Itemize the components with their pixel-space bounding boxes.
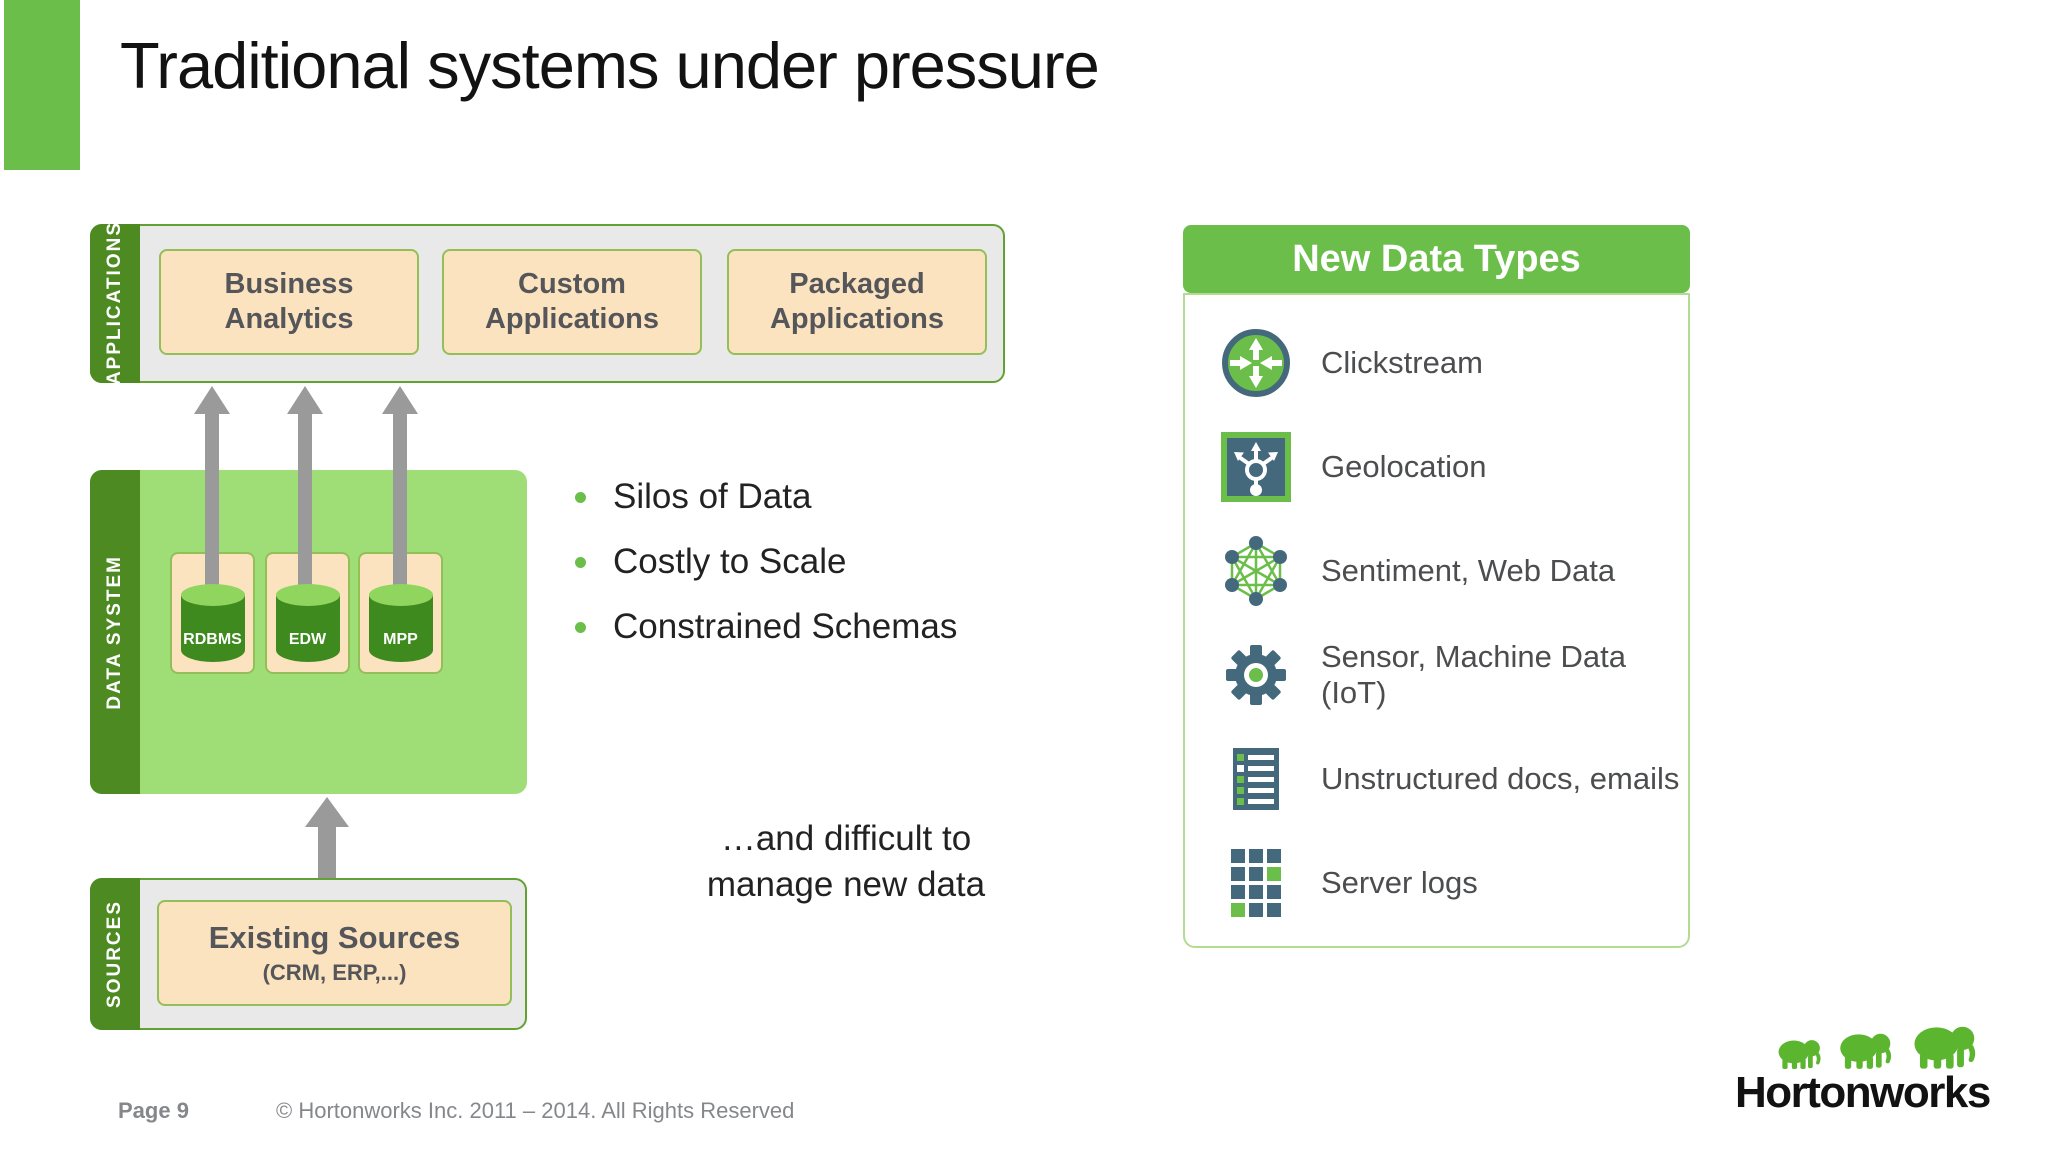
hortonworks-logo: Hortonworks xyxy=(1735,1018,2020,1118)
list-item: Sensor, Machine Data (IoT) xyxy=(1185,623,1688,727)
business-analytics-box: Business Analytics xyxy=(159,249,419,355)
new-data-type-label: Geolocation xyxy=(1321,449,1487,484)
flow-arrow-up-icon xyxy=(287,386,323,598)
elephant-icon xyxy=(1839,1033,1891,1069)
custom-applications-box: Custom Applications xyxy=(442,249,702,355)
list-item: Server logs xyxy=(1185,831,1688,935)
page-number: Page 9 xyxy=(118,1098,189,1123)
new-data-type-label: Sensor, Machine Data (IoT) xyxy=(1321,639,1627,710)
edw-box: EDW xyxy=(265,552,350,674)
accent-bar xyxy=(4,0,80,170)
network-graph-icon xyxy=(1225,536,1287,606)
existing-sources-title: Existing Sources xyxy=(208,920,461,955)
applications-layer-tab: APPLICATIONS xyxy=(90,221,140,386)
applications-layer: APPLICATIONS Business Analytics Custom A… xyxy=(90,221,1005,386)
sources-layer-label: SOURCES xyxy=(104,900,125,1008)
bullet-dot xyxy=(575,556,586,568)
existing-sources-subtitle: (CRM, ERP,...) xyxy=(262,960,407,985)
list-item: Costly to Scale xyxy=(575,541,957,583)
copyright-text: © Hortonworks Inc. 2011 – 2014. All Righ… xyxy=(276,1098,795,1123)
new-data-type-label: Clickstream xyxy=(1321,345,1483,380)
list-item: Unstructured docs, emails xyxy=(1185,727,1688,831)
flow-arrow-up-icon xyxy=(382,386,418,598)
pain-points-list: Silos of Data Costly to Scale Constraine… xyxy=(575,476,957,671)
database-cylinder-icon: MPP xyxy=(368,584,433,662)
page-title: Traditional systems under pressure xyxy=(120,29,1100,102)
packaged-applications-box: Packaged Applications xyxy=(727,249,987,355)
sources-layer: SOURCES Existing Sources (CRM, ERP,...) xyxy=(90,878,527,1030)
flow-arrow-up-icon xyxy=(305,797,349,878)
bullet-dot xyxy=(575,491,586,503)
document-list-icon xyxy=(1233,748,1279,810)
clickstream-router-icon xyxy=(1222,329,1290,397)
difficulty-callout: …and difficult to manage new data xyxy=(706,819,986,904)
list-item: Silos of Data xyxy=(575,476,957,518)
new-data-type-label: Server logs xyxy=(1321,865,1478,900)
new-data-types-header: New Data Types xyxy=(1183,225,1690,293)
logo-wordmark: Hortonworks xyxy=(1735,1068,1991,1117)
existing-sources-box: Existing Sources (CRM, ERP,...) xyxy=(157,900,512,1006)
mpp-label: MPP xyxy=(383,631,418,648)
flow-arrow-up-icon xyxy=(194,386,230,598)
database-cylinder-icon: RDBMS xyxy=(180,584,245,662)
data-system-layer-tab: DATA SYSTEM xyxy=(90,470,140,794)
data-system-layer-label: DATA SYSTEM xyxy=(104,554,125,710)
new-data-type-label: Unstructured docs, emails xyxy=(1321,761,1680,796)
new-data-type-label: Sentiment, Web Data xyxy=(1321,553,1616,588)
list-item: Geolocation xyxy=(1185,415,1688,519)
list-item: Constrained Schemas xyxy=(575,606,957,648)
elephant-icon xyxy=(1913,1026,1975,1069)
rdbms-box: RDBMS xyxy=(170,552,255,674)
database-cylinder-icon: EDW xyxy=(275,584,340,662)
rdbms-label: RDBMS xyxy=(183,631,242,648)
grid-icon xyxy=(1231,849,1281,917)
sources-layer-tab: SOURCES xyxy=(90,878,140,1030)
new-data-types-panel: Clickstream Geolocation xyxy=(1183,293,1690,948)
geolocation-branch-icon xyxy=(1221,432,1291,502)
list-item: Sentiment, Web Data xyxy=(1185,519,1688,623)
edw-label: EDW xyxy=(288,631,327,648)
applications-layer-label: APPLICATIONS xyxy=(104,221,125,386)
elephant-icon xyxy=(1778,1040,1821,1070)
bullet-dot xyxy=(575,621,586,633)
gear-icon xyxy=(1226,645,1286,705)
list-item: Clickstream xyxy=(1185,311,1688,415)
elephants-icon xyxy=(1735,1018,2020,1070)
